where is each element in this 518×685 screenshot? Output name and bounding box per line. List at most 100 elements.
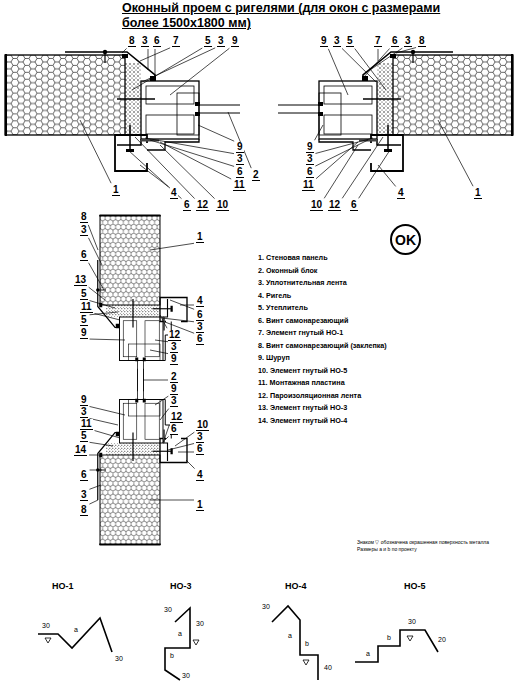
leader-line <box>148 49 149 70</box>
stamp-circle: OK <box>390 224 421 255</box>
leader-line <box>150 243 194 250</box>
callout-number: 6 <box>153 36 161 47</box>
sill-section <box>96 369 187 545</box>
callout-number: 12 <box>196 200 209 211</box>
callout-number: 3 <box>170 396 178 407</box>
leader-line <box>90 312 118 315</box>
dimension-label: 40 <box>324 664 332 672</box>
dimension-label: 30 <box>164 606 172 614</box>
dimension-label: a <box>178 630 182 638</box>
callout-number: 6 <box>170 424 178 435</box>
dimension-label: 30 <box>182 672 190 680</box>
leader-line <box>355 49 386 90</box>
dimension-label: a <box>288 632 292 640</box>
dimension-label: b <box>305 640 309 648</box>
callout-number: 3 <box>80 407 88 418</box>
leader-line <box>342 48 376 82</box>
callout-number: 3 <box>80 225 88 236</box>
profile-name: НО-3 <box>170 582 192 592</box>
callout-number: 4 <box>196 470 204 481</box>
leader-line <box>140 48 170 61</box>
leader-line <box>89 287 105 300</box>
callout-number: 6 <box>236 167 244 178</box>
callout-number: 11 <box>302 180 315 191</box>
leader-line <box>88 238 102 265</box>
leader-line <box>378 49 379 61</box>
leader-line <box>94 431 120 438</box>
leader-line <box>89 485 101 489</box>
callout-number: 6 <box>196 334 204 345</box>
dimension-label: b <box>387 634 391 642</box>
title: Оконный проем с ригелями (для окон с раз… <box>122 1 472 31</box>
callout-number: 10 <box>196 420 209 431</box>
legend-item: 1. Стеновая панель <box>258 254 328 262</box>
leader-line <box>170 300 194 309</box>
leader-line <box>150 140 234 166</box>
legend-item: 9. Шуруп <box>258 354 290 362</box>
callout-number: 1 <box>196 500 204 511</box>
leader-line <box>168 443 194 450</box>
callout-number: 3 <box>404 36 412 47</box>
profile-name: НО-1 <box>52 582 74 592</box>
leader-line <box>143 380 168 381</box>
leader-line <box>324 145 358 198</box>
leader-line <box>145 138 234 154</box>
callout-number: 6 <box>306 167 314 178</box>
callout-number: 13 <box>74 275 87 286</box>
dimension-label: 20 <box>438 636 446 644</box>
leader-line <box>316 142 358 179</box>
leader-line <box>140 165 168 187</box>
dimension-label: 30 <box>115 655 123 663</box>
dimension-label: b <box>170 652 174 660</box>
leader-line <box>178 452 194 453</box>
leader-line <box>160 315 167 328</box>
callout-number: 11 <box>233 180 246 191</box>
callout-number: 11 <box>80 302 93 313</box>
leader-line <box>160 409 169 420</box>
paint-marks <box>45 636 413 665</box>
callout-number: 8 <box>80 505 88 516</box>
callout-number: 6 <box>196 310 204 321</box>
profile-name: НО-5 <box>404 582 426 592</box>
leader-line <box>342 137 383 198</box>
legend-item: 8. Винт самонарезающий (заклепка) <box>258 342 387 350</box>
callout-number: 9 <box>320 36 328 47</box>
callout-number: 5 <box>80 315 88 326</box>
leader-line <box>90 470 102 471</box>
callout-number: 1 <box>196 232 204 243</box>
leader-line <box>186 460 195 469</box>
callout-number: 14 <box>74 445 87 456</box>
leader-line <box>150 500 194 501</box>
callout-number: 3 <box>141 36 149 47</box>
callout-number: 6 <box>183 200 191 211</box>
leader-line <box>135 137 195 199</box>
callout-number: 3 <box>236 154 244 165</box>
stamp-text: OK <box>395 232 416 248</box>
leader-line <box>438 120 473 186</box>
profile-shapes <box>38 606 438 680</box>
leader-line <box>95 313 120 320</box>
leader-line <box>155 396 168 405</box>
leader-line <box>228 112 251 168</box>
profile-name: НО-4 <box>285 582 307 592</box>
callout-number: 2 <box>252 170 260 181</box>
leader-line <box>328 49 348 95</box>
note-text: Размеры a и b по проекту <box>357 547 507 553</box>
callout-number: 1 <box>474 188 482 199</box>
leader-line <box>89 301 115 308</box>
callout-number: 5 <box>346 36 354 47</box>
callout-number: 11 <box>80 419 93 430</box>
leader-line <box>89 263 104 290</box>
leader-line <box>165 436 169 440</box>
legend-item: 14. Элемент гнутый НО-4 <box>258 417 347 425</box>
leader-line <box>396 48 416 53</box>
head-section <box>96 215 187 391</box>
legend-item: 3. Уплотнительная лента <box>258 279 347 287</box>
callout-number: 3 <box>333 36 341 47</box>
callout-number: 3 <box>306 154 314 165</box>
callout-number: 12 <box>328 200 341 211</box>
callout-number: 8 <box>80 212 88 223</box>
legend-item: 12. Пароизоляционная лента <box>258 392 361 400</box>
leader-line <box>170 48 229 95</box>
leader-line <box>155 340 168 342</box>
